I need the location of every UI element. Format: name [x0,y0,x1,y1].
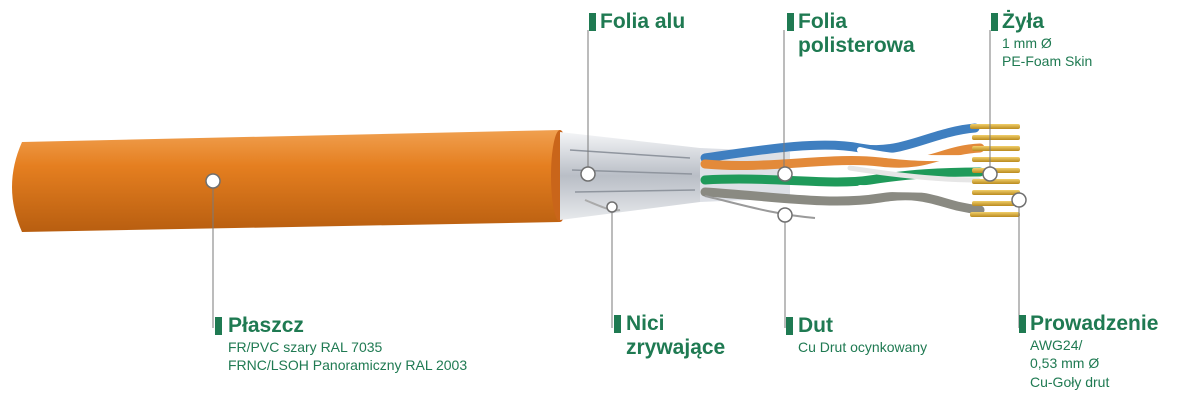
label-nici-zrywajace: Nici zrywające [626,312,725,360]
label-prowadzenie: Prowadzenie AWG24/ 0,53 mm Ø Cu-Goły dru… [1030,312,1158,391]
label-marker [589,13,596,31]
label-title-line-2: polisterowa [798,34,915,58]
label-dut: Dut Cu Drut ocynkowany [798,314,927,356]
dot-dut [778,208,792,222]
label-title-line-1: Folia [798,10,915,34]
label-title: Żyła [1002,10,1092,34]
label-sub-line-1: 1 mm Ø [1002,34,1092,52]
dot-zyla [983,167,997,181]
label-title-line-2: zrywające [626,336,725,360]
label-marker [991,13,998,31]
label-sub-line-1: Cu Drut ocynkowany [798,338,927,356]
label-title-line-1: Nici [626,312,725,336]
dot-prowadzenie [1012,193,1026,207]
dot-plaszcz [206,174,220,188]
label-plaszcz: Płaszcz FR/PVC szary RAL 7035 FRNC/LSOH … [228,314,467,375]
twisted-pairs [705,128,980,210]
label-marker [614,315,621,333]
label-folia-alu: Folia alu [600,10,685,34]
label-zyla: Żyła 1 mm Ø PE-Foam Skin [1002,10,1092,71]
label-sub-line-3: Cu-Goły drut [1030,373,1158,391]
cable-jacket [12,130,569,232]
label-sub-line-1: AWG24/ [1030,336,1158,354]
label-sub-line-1: FR/PVC szary RAL 7035 [228,338,467,356]
dot-folia-alu [581,167,595,181]
label-marker [787,13,794,31]
label-title: Prowadzenie [1030,312,1158,336]
label-title: Dut [798,314,927,338]
dot-folia-poli [778,167,792,181]
dot-nici [607,202,617,212]
label-marker [1019,315,1026,333]
label-sub-line-2: PE-Foam Skin [1002,52,1092,70]
label-sub-line-2: FRNC/LSOH Panoramiczny RAL 2003 [228,356,467,374]
label-marker [786,317,793,335]
label-folia-polisterowa: Folia polisterowa [798,10,915,58]
label-marker [215,317,222,335]
label-title: Folia alu [600,10,685,34]
label-sub-line-2: 0,53 mm Ø [1030,354,1158,372]
label-title: Płaszcz [228,314,467,338]
